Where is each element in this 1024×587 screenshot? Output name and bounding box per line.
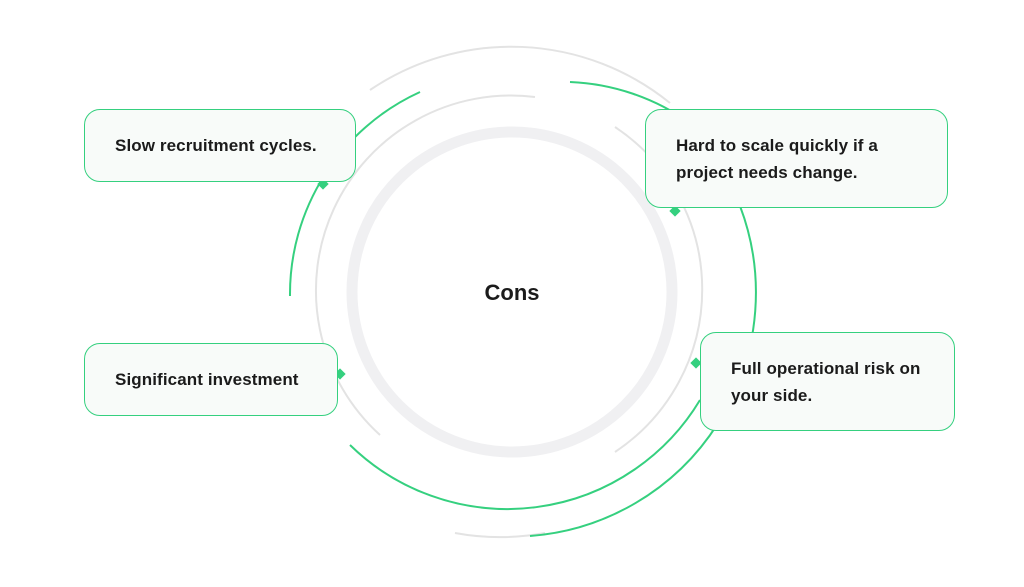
con-text: Full operational risk on your side. xyxy=(731,358,921,405)
ring-segment-gray-bottom xyxy=(454,532,546,539)
con-card-slow-recruitment: Slow recruitment cycles. xyxy=(84,109,356,182)
con-card-operational-risk: Full operational risk on your side. xyxy=(700,332,955,431)
con-text: Significant investment xyxy=(115,370,299,389)
con-text: Hard to scale quickly if a project needs… xyxy=(676,135,878,182)
connector-marker-top-right xyxy=(669,205,681,217)
con-text: Slow recruitment cycles. xyxy=(115,136,317,155)
center-title: Cons xyxy=(484,280,540,305)
ring-segment-green-bottom xyxy=(349,399,701,511)
con-card-hard-to-scale: Hard to scale quickly if a project needs… xyxy=(645,109,948,208)
ring-segment-gray-outer-top xyxy=(369,45,671,104)
con-card-significant-investment: Significant investment xyxy=(84,343,338,416)
connector-marker-bottom-right xyxy=(690,357,702,369)
inner-ring xyxy=(346,126,678,458)
